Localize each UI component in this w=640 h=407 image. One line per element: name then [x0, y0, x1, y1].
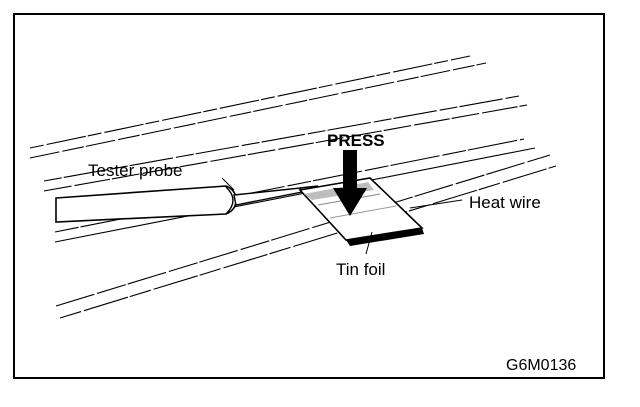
heat-wire-label: Heat wire: [469, 193, 541, 212]
figure-frame: [13, 13, 605, 379]
tester-probe-label: Tester probe: [88, 161, 183, 180]
press-label: PRESS: [327, 131, 385, 150]
tin-foil-label: Tin foil: [336, 260, 385, 279]
press-arrow-icon: [333, 150, 367, 216]
heat-wire-lines: [29, 55, 557, 319]
figure-code: G6M0136: [506, 357, 576, 374]
tester-probe: [55, 185, 319, 223]
leader-lines: [221, 177, 463, 255]
